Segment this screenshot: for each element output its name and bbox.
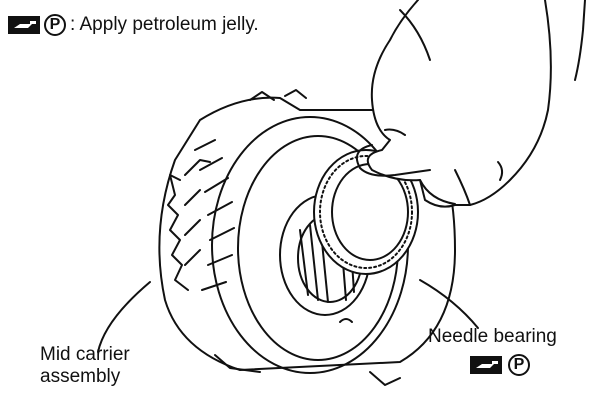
legend-text: : Apply petroleum jelly.: [70, 14, 259, 35]
leader-mid-carrier: [97, 281, 151, 353]
legend: P : Apply petroleum jelly.: [8, 14, 259, 36]
mid-carrier-label: Mid carrier assembly: [40, 344, 130, 388]
leader-needle-bearing: [419, 279, 479, 329]
hand-icon: [356, 0, 586, 208]
p-circle-icon: P: [508, 354, 530, 376]
petroleum-jelly-icon: [470, 356, 502, 374]
mid-carrier-line2: assembly: [40, 366, 121, 387]
needle-bearing-icon: [313, 149, 419, 275]
needle-bearing-label: Needle bearing: [428, 326, 557, 347]
p-circle-icon: P: [44, 14, 66, 36]
petroleum-jelly-icon: [8, 16, 40, 34]
needle-bearing-symbols: P: [470, 354, 530, 376]
mid-carrier-line1: Mid carrier: [40, 344, 130, 365]
